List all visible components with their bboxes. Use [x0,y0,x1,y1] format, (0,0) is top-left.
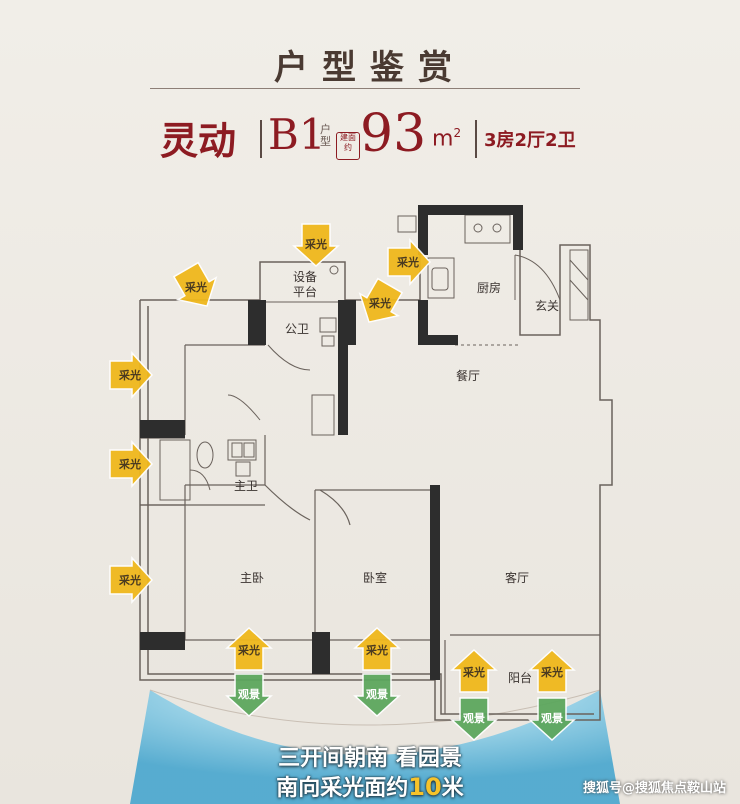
view-arrow-balcony-1 [450,697,498,742]
daylight-arrow-bedroom-label: 采光 [365,643,388,657]
unit-type-label: 户型 [320,123,331,148]
label-bedroom: 卧室 [363,570,387,585]
subtitle-divider [260,120,262,158]
daylight-arrow-west-3-label: 采光 [118,573,141,587]
page-title: 户型鉴赏 [274,48,466,88]
caption-prefix: 南向采光面约 [276,776,409,801]
daylight-arrow-balcony-1-label: 采光 [462,665,485,679]
area-unit: m2 [432,126,461,151]
label-entrance: 玄关 [535,298,559,313]
daylight-arrow-platform-label: 采光 [368,296,391,310]
garden-edge [149,689,601,726]
garden-lake [130,690,620,804]
daylight-arrow-kitchen [387,238,432,286]
label-dining: 餐厅 [456,368,480,383]
watermark: 搜狐号@搜狐焦点鞍山站 [582,781,726,796]
title-divider [150,88,580,89]
daylight-arrow-balcony-2 [528,648,576,693]
daylight-arrow-west-3 [109,556,154,604]
unit-code: B1 [268,110,326,159]
label-master-bedroom: 主卧 [240,571,264,585]
subtitle-divider-2 [475,120,477,158]
daylight-arrow-top-label: 采光 [304,237,327,251]
caption-line-1: 三开间朝南 看园景 [278,746,462,771]
caption-line-2: 南向采光面约10米 [0,770,740,802]
drain-icon [329,265,339,275]
daylight-arrow-master [225,626,273,671]
label-kitchen: 厨房 [477,280,501,295]
view-arrow-bedroom-label: 观景 [366,688,388,701]
caption-suffix: 米 [441,776,464,801]
daylight-arrow-nw-label: 采光 [184,280,207,294]
daylight-arrow-west-1 [109,351,154,399]
area-value: 93 [360,104,427,164]
view-arrows: 观景观景观景观景 [225,673,576,742]
view-arrow-bedroom [353,673,401,718]
label-balcony: 阳台 [508,670,532,685]
view-arrow-balcony-2 [528,697,576,742]
unit-name: 灵动 [160,118,237,163]
daylight-arrows: 采光采光采光采光采光采光采光采光采光采光采光 [109,223,576,693]
label-equipment-platform-1: 设备 [293,270,317,284]
daylight-arrow-top [292,223,340,268]
area-seal: 建面约 [336,132,360,160]
area-unit-m: m [432,126,454,152]
view-arrow-master-label: 观景 [238,688,260,701]
daylight-arrow-platform [358,277,404,323]
daylight-arrow-west-1-label: 采光 [118,368,141,382]
daylight-arrow-nw [172,261,218,307]
view-arrow-balcony-2-label: 观景 [541,712,563,725]
label-living-room: 客厅 [505,570,529,585]
view-arrow-master [225,673,273,718]
daylight-arrow-bedroom [353,626,401,671]
label-equipment-platform-2: 平台 [293,284,317,299]
daylight-arrow-master-label: 采光 [237,643,260,657]
structural-walls [140,205,523,680]
equipment-platform [259,261,346,303]
public-bath-fixtures [267,317,337,436]
label-master-bath: 主卫 [234,479,258,493]
caption-number: 10 [408,773,442,801]
daylight-arrow-kitchen-label: 采光 [396,255,419,269]
area-unit-sup: 2 [453,126,462,140]
daylight-arrow-balcony-2-label: 采光 [540,665,563,679]
daylight-arrow-west-2-label: 采光 [118,457,141,471]
view-arrow-balcony-1-label: 观景 [463,712,485,725]
daylight-arrow-west-2 [109,440,154,488]
master-bath-fixtures [159,394,261,501]
room-count: 3房2厅2卫 [484,130,576,151]
daylight-arrow-balcony-1 [450,648,498,693]
label-public-bath: 公卫 [285,322,309,336]
